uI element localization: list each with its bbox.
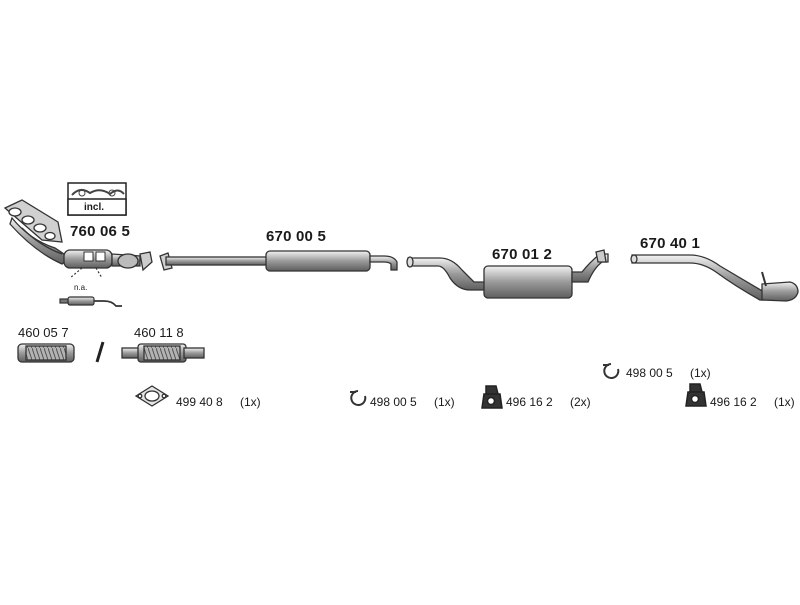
incl-badge-label: incl. xyxy=(84,202,105,213)
hardware-qty-mount-2: (1x) xyxy=(774,395,795,409)
clamp-ring-icon-2 xyxy=(603,363,620,379)
flex-pipe-a-icon xyxy=(17,343,75,363)
tail-pipe-part-number: 670 40 1 xyxy=(640,235,700,252)
hardware-qty-mount-1: (2x) xyxy=(570,395,591,409)
hardware-code-clamp-2: 498 00 5 xyxy=(626,366,673,380)
hardware-code-mount-1: 496 16 2 xyxy=(506,395,553,409)
flex-pipe-a-part-number: 460 05 7 xyxy=(18,325,69,340)
clamp-ring-icon-1 xyxy=(350,390,367,406)
tail-pipe-icon xyxy=(630,254,799,302)
hardware-qty-clamp-2: (1x) xyxy=(690,366,711,380)
middle-silencer-icon xyxy=(406,249,609,299)
front-pipe-part-number: 670 00 5 xyxy=(266,228,326,245)
hardware-code-gasket: 499 40 8 xyxy=(176,395,223,409)
not-available-note: n.a. xyxy=(74,283,88,292)
rubber-mount-icon-2 xyxy=(685,383,707,407)
middle-silencer-part-number: 670 01 2 xyxy=(492,246,552,263)
manifold-catalyst-icon xyxy=(3,199,153,272)
hardware-qty-gasket: (1x) xyxy=(240,395,261,409)
flex-pipe-b-part-number: 460 11 8 xyxy=(134,325,184,340)
flex-pipe-b-icon xyxy=(121,343,205,363)
gasket-icon xyxy=(134,385,170,407)
rubber-mount-icon-1 xyxy=(481,385,503,409)
separator-slash xyxy=(95,341,105,363)
hardware-qty-clamp-1: (1x) xyxy=(434,395,455,409)
lambda-sensor-icon xyxy=(59,267,122,307)
front-pipe-icon xyxy=(159,250,398,272)
hardware-code-mount-2: 496 16 2 xyxy=(710,395,757,409)
incl-kit-icon xyxy=(67,182,127,216)
manifold-kit-part-number: 760 06 5 xyxy=(70,223,130,240)
hardware-code-clamp-1: 498 00 5 xyxy=(370,395,417,409)
